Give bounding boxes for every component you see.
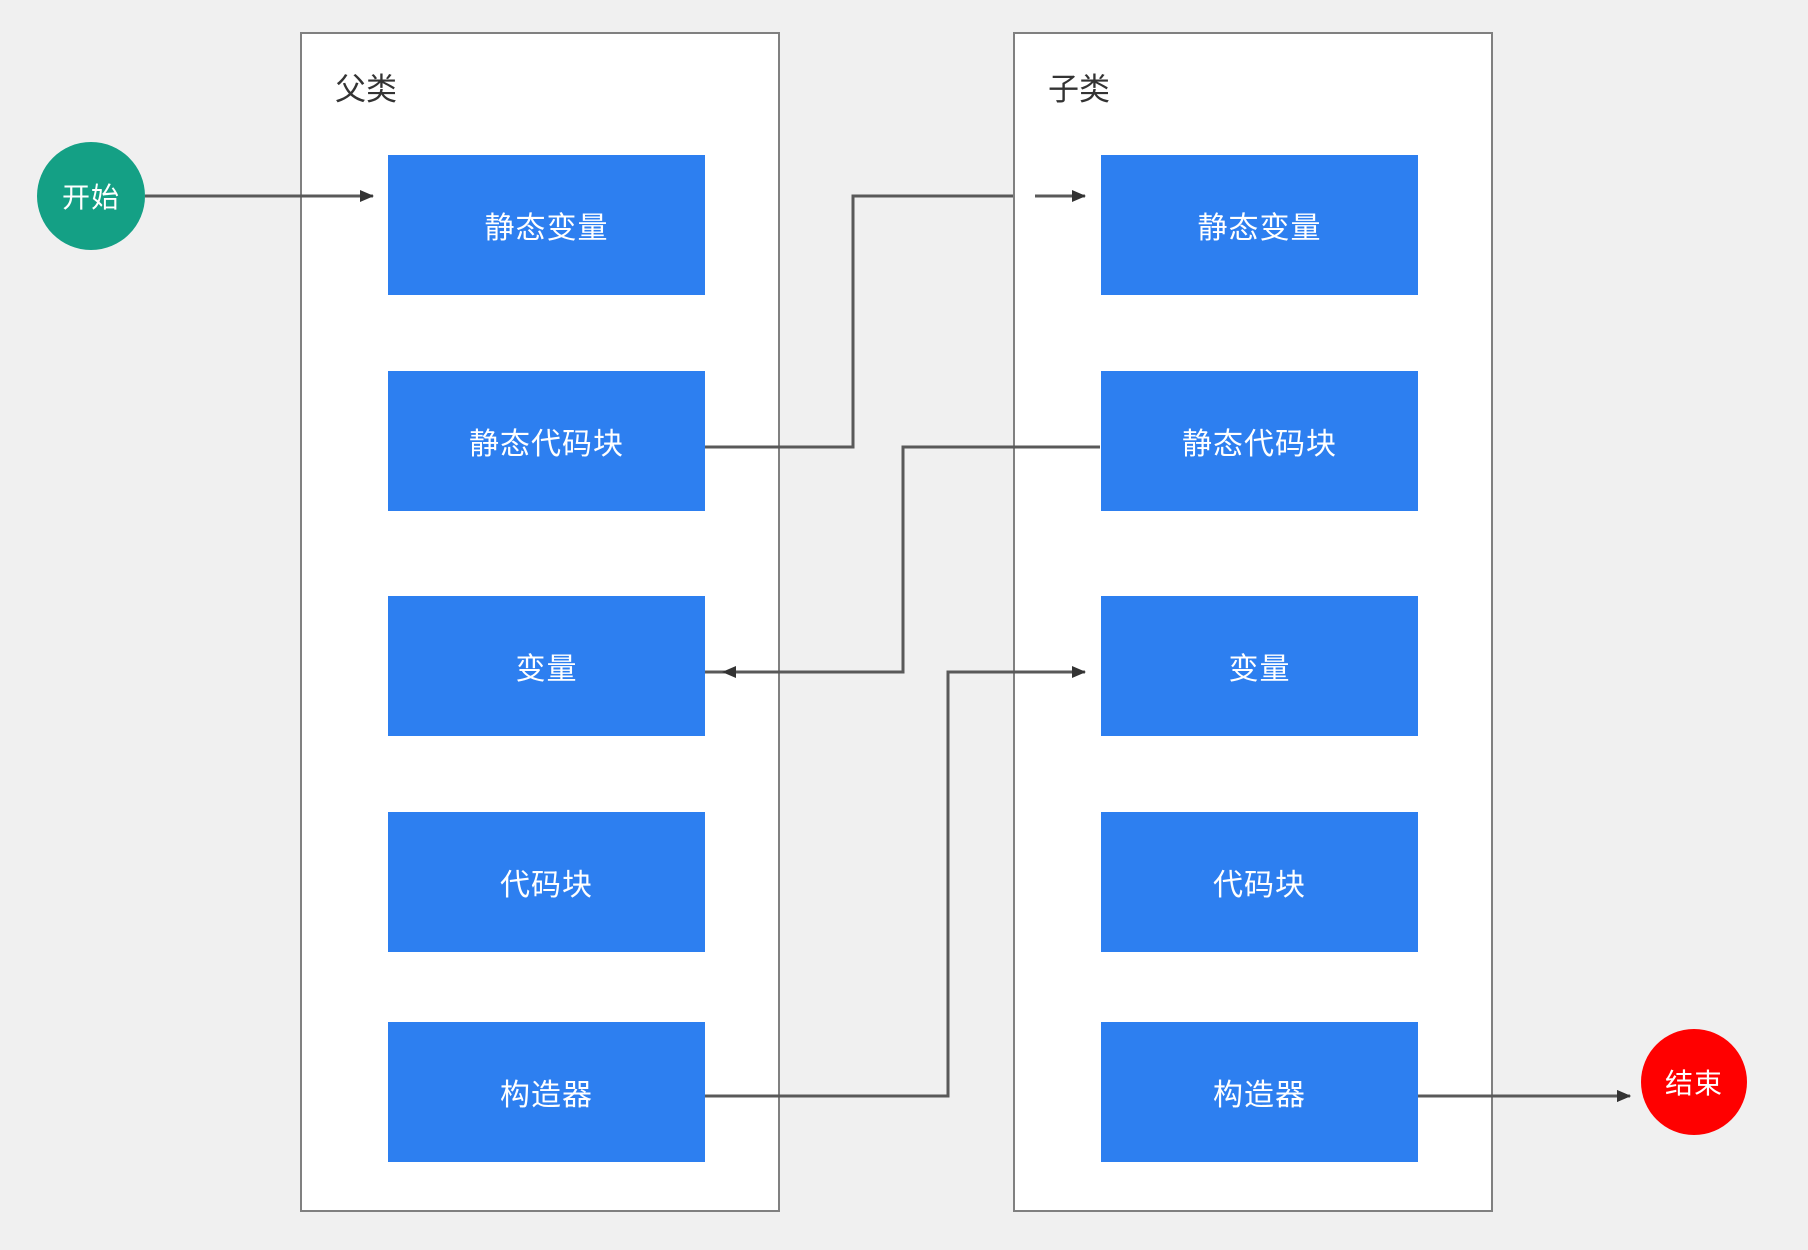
node-parent-static-var[interactable]: 静态变量 [388, 155, 705, 295]
node-child-static-var[interactable]: 静态变量 [1101, 155, 1418, 295]
swimlane-child-title: 子类 [1048, 72, 1110, 107]
node-end[interactable]: 结束 [1641, 1029, 1747, 1135]
node-start[interactable]: 开始 [37, 142, 145, 250]
node-child-var[interactable]: 变量 [1101, 596, 1418, 736]
node-child-static-block[interactable]: 静态代码块 [1101, 371, 1418, 511]
swimlane-parent-title: 父类 [335, 72, 397, 107]
node-parent-static-block[interactable]: 静态代码块 [388, 371, 705, 511]
node-parent-var[interactable]: 变量 [388, 596, 705, 736]
node-parent-ctor[interactable]: 构造器 [388, 1022, 705, 1162]
node-child-block[interactable]: 代码块 [1101, 812, 1418, 952]
node-parent-block[interactable]: 代码块 [388, 812, 705, 952]
node-child-ctor[interactable]: 构造器 [1101, 1022, 1418, 1162]
